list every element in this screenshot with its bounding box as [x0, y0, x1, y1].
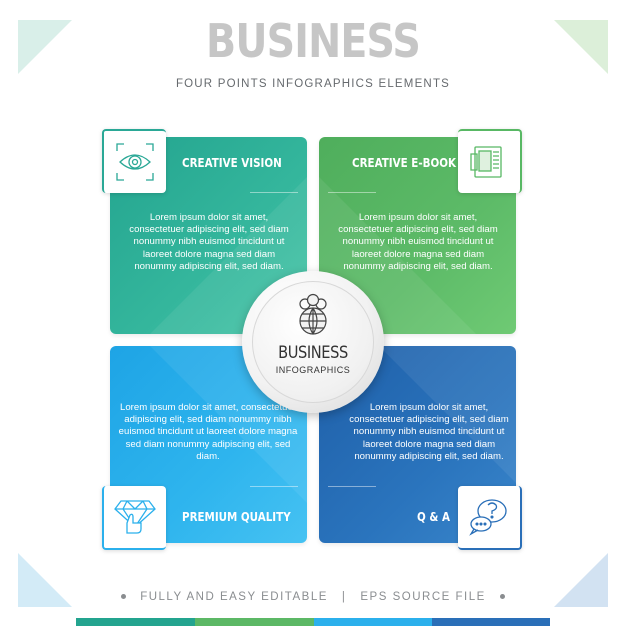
divider	[250, 486, 298, 487]
page-subtitle: FOUR POINTS INFOGRAPHICS ELEMENTS	[175, 78, 451, 90]
color-bar-segment	[195, 618, 314, 626]
divider	[328, 192, 376, 193]
people-globe-icon	[299, 293, 327, 335]
eye-icon	[116, 143, 154, 181]
divider	[250, 192, 298, 193]
panel-body-creative-ebook: Lorem ipsum dolor sit amet, consectetuer…	[338, 212, 498, 272]
bullet-dot-icon	[121, 594, 127, 600]
footer-note: FULLY AND EASY EDITABLE | EPS SOURCE FILE	[0, 591, 626, 603]
footer-right-text: EPS SOURCE FILE	[360, 591, 486, 603]
footer-separator: |	[341, 591, 347, 603]
corner-decoration-bottom-right	[554, 553, 608, 607]
center-title: BUSINESS	[278, 343, 348, 363]
center-subtitle: INFOGRAPHICS	[275, 365, 351, 375]
panel-heading-premium-quality: PREMIUM QUALITY	[182, 510, 291, 524]
footer-left-text: FULLY AND EASY EDITABLE	[140, 591, 328, 603]
panel-heading-creative-ebook: CREATIVE E-BOOK	[352, 156, 457, 170]
question-bubble-icon	[469, 499, 507, 536]
diamond-thumbs-up-icon	[114, 500, 156, 534]
color-bar-segment	[314, 618, 432, 626]
icon-box-premium-quality	[102, 486, 166, 550]
divider	[328, 486, 376, 487]
panel-body-creative-vision: Lorem ipsum dolor sit amet, consectetuer…	[129, 212, 289, 272]
icon-box-creative-ebook	[458, 129, 522, 193]
corner-decoration-top-left	[18, 20, 72, 74]
icon-box-creative-vision	[102, 129, 166, 193]
panel-body-qa: Lorem ipsum dolor sit amet, consectetuer…	[349, 402, 509, 462]
page-title: BUSINESS	[206, 14, 421, 68]
icon-box-qa	[458, 486, 522, 550]
panel-body-premium-quality: Lorem ipsum dolor sit amet, consectetuer…	[118, 402, 298, 462]
corner-decoration-bottom-left	[18, 553, 72, 607]
color-bar-segment	[432, 618, 550, 626]
panel-heading-qa: Q & A	[417, 510, 450, 524]
panel-heading-creative-vision: CREATIVE VISION	[182, 156, 282, 170]
book-icon	[470, 146, 502, 178]
corner-decoration-top-right	[554, 20, 608, 74]
color-bar-segment	[76, 618, 195, 626]
bullet-dot-icon	[499, 594, 505, 600]
